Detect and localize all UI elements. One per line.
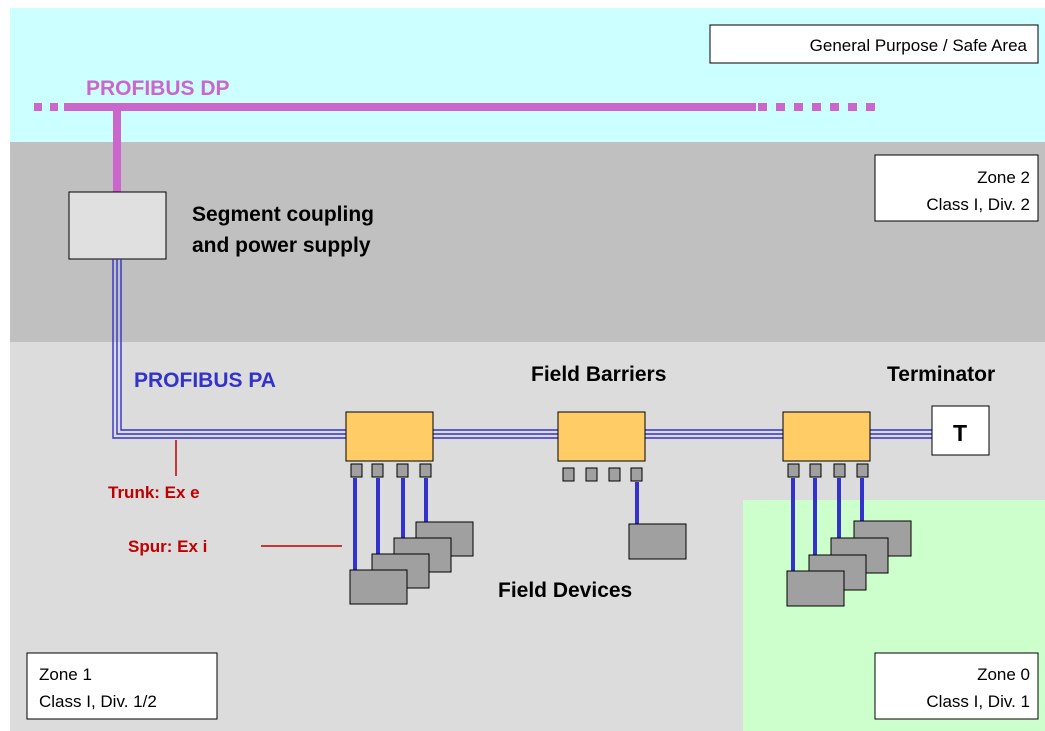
- zone2-label-box: Zone 2 Class I, Div. 2: [874, 154, 1039, 222]
- zone1-label-line2: Class I, Div. 1/2: [39, 692, 157, 711]
- safe-area-label-box: General Purpose / Safe Area: [709, 24, 1039, 64]
- field-barrier-3: [782, 411, 871, 478]
- field-barrier-2: [557, 411, 646, 482]
- zone1-label-line1: Zone 1: [39, 665, 92, 684]
- profibus-dp-label: PROFIBUS DP: [86, 77, 230, 100]
- terminator-box: [931, 405, 990, 456]
- segment-coupler-label-line2: and power supply: [192, 234, 371, 257]
- profibus-pa-trunk: [112, 259, 932, 439]
- zone1-label-box: Zone 1 Class I, Div. 1/2: [26, 652, 218, 720]
- terminator-symbol: T: [953, 420, 967, 446]
- field-devices-label: Field Devices: [498, 579, 632, 602]
- zone0-label-line2: Class I, Div. 1: [926, 692, 1030, 711]
- profibus-pa-label: PROFIBUS PA: [134, 369, 276, 392]
- segment-coupler-label-line1: Segment coupling: [192, 203, 374, 226]
- segment-coupler-box: [68, 191, 167, 260]
- field-barrier-1: [345, 411, 434, 478]
- terminator-label: Terminator: [887, 363, 995, 386]
- zone2-region: [10, 142, 1045, 342]
- field-devices-group-3: [786, 520, 912, 607]
- zone2-label-line2: Class I, Div. 2: [926, 195, 1030, 214]
- spur-cables-group-3: [791, 478, 864, 573]
- field-devices-group-1: [349, 521, 474, 605]
- spur-cables-group-1: [353, 478, 428, 572]
- zone0-label-line1: Zone 0: [977, 665, 1030, 684]
- profibus-dp-bus: [34, 103, 880, 192]
- spur-label: Spur: Ex i: [128, 537, 207, 556]
- zone2-label-line1: Zone 2: [977, 168, 1030, 187]
- safe-area-label: General Purpose / Safe Area: [810, 36, 1028, 55]
- field-device-single: [628, 523, 687, 560]
- zone0-label-box: Zone 0 Class I, Div. 1: [874, 652, 1039, 720]
- trunk-label: Trunk: Ex e: [108, 483, 200, 502]
- field-barriers-label: Field Barriers: [531, 363, 666, 386]
